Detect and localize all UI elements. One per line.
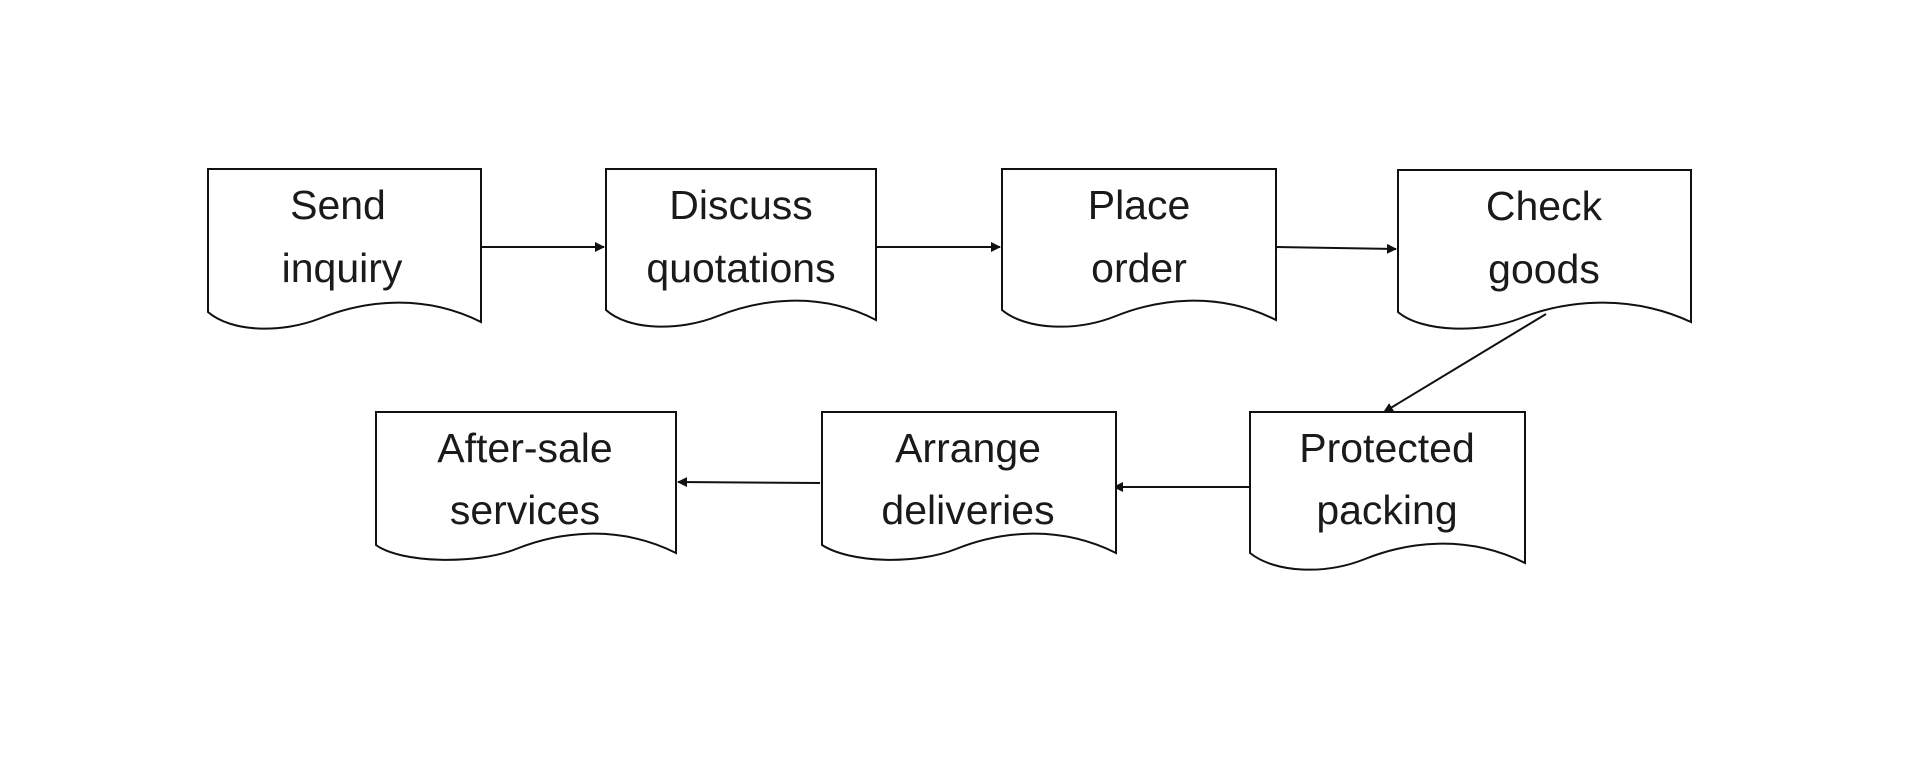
step-send-inquiry: Send inquiry — [207, 168, 482, 330]
step-after-sale-services: After-sale services — [375, 411, 677, 561]
step-label-line1: Protected — [1299, 425, 1475, 471]
document-shape — [375, 411, 677, 561]
step-label-line2: goods — [1488, 246, 1600, 292]
step-label-line1: Place — [1088, 182, 1191, 228]
arrow-place-to-check — [1275, 243, 1397, 254]
step-discuss-quotations: Discuss quotations — [605, 168, 877, 328]
connectors — [481, 242, 1547, 492]
step-label-line2: quotations — [646, 245, 835, 291]
step-label-line1: Send — [290, 182, 386, 228]
step-protected-packing: Protected packing — [1249, 411, 1526, 571]
step-check-goods: Check goods — [1397, 169, 1692, 330]
step-label-line2: order — [1091, 245, 1187, 291]
step-place-order: Place order — [1001, 168, 1277, 328]
document-shape — [1249, 411, 1526, 571]
step-label-line2: packing — [1316, 487, 1457, 533]
document-shape — [1001, 168, 1277, 328]
step-arrange-deliveries: Arrange deliveries — [821, 411, 1117, 561]
step-label-line2: inquiry — [282, 245, 403, 291]
arrow-arrange-to-aftersale — [677, 477, 821, 488]
document-shape — [605, 168, 877, 328]
step-label-line2: services — [450, 487, 600, 533]
document-shape — [821, 411, 1117, 561]
step-label-line2: deliveries — [881, 487, 1054, 533]
step-label-line1: Discuss — [669, 182, 813, 228]
step-label-line1: Check — [1486, 183, 1603, 229]
step-label-line1: Arrange — [895, 425, 1041, 471]
document-shape — [1397, 169, 1692, 330]
step-label-line1: After-sale — [437, 425, 612, 471]
document-shape — [207, 168, 482, 330]
arrow-check-to-packing — [1383, 313, 1547, 413]
